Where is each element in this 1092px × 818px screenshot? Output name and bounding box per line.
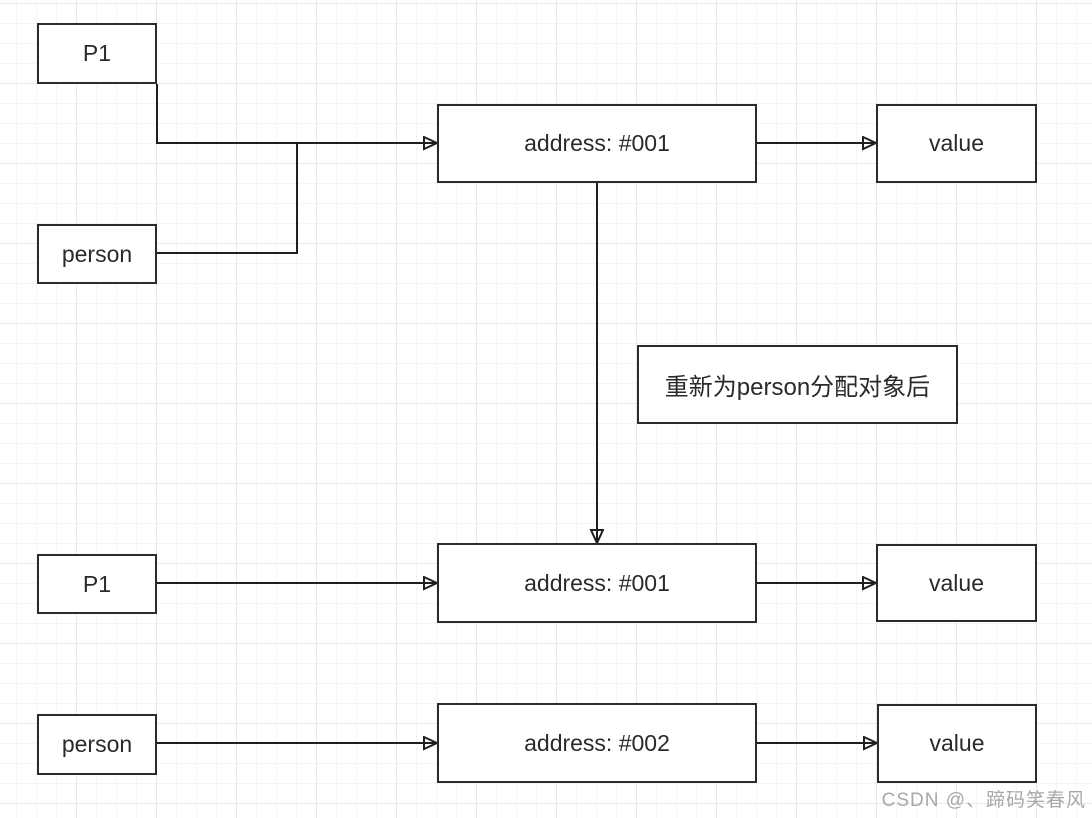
node-value-mid: value <box>876 544 1037 622</box>
node-p1-mid-label: P1 <box>82 570 112 597</box>
node-address1-mid-label: address: #001 <box>524 569 670 596</box>
node-person-top: person <box>37 224 157 284</box>
node-address2-bottom: address: #002 <box>437 703 757 783</box>
connector-p1-top-to-address1 <box>156 84 437 143</box>
node-person-top-label: person <box>61 240 133 267</box>
connector-person-top-branch <box>157 143 298 254</box>
node-value-top-label: value <box>929 130 984 156</box>
node-address1-top-label: address: #001 <box>524 130 670 156</box>
node-p1-mid: P1 <box>37 554 157 614</box>
node-note-label: 重新为person分配对象后 <box>664 374 931 401</box>
csdn-watermark: CSDN @、蹄码笑春风 <box>881 790 1086 811</box>
node-address1-top: address: #001 <box>437 104 757 183</box>
node-value-top: value <box>876 104 1037 183</box>
node-address2-bottom-label: address: #002 <box>524 729 670 756</box>
node-value-bottom: value <box>877 704 1037 783</box>
node-note-reassign: 重新为person分配对象后 <box>637 345 958 424</box>
node-address1-mid: address: #001 <box>437 543 757 623</box>
node-p1-top-label: P1 <box>82 40 112 66</box>
node-value-bottom-label: value <box>929 730 985 756</box>
node-person-bottom: person <box>37 714 157 775</box>
node-value-mid-label: value <box>929 569 984 596</box>
node-person-bottom-label: person <box>61 731 133 757</box>
node-p1-top: P1 <box>37 23 157 84</box>
